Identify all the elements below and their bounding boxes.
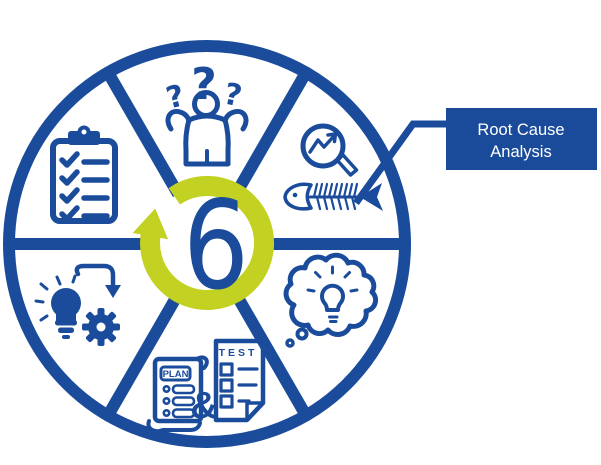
circular-arrow-icon xyxy=(132,176,275,310)
checklist-clipboard-icon xyxy=(50,125,118,224)
callout-line2: Analysis xyxy=(490,143,551,161)
magnifier-fishbone-icon xyxy=(283,123,383,211)
test-label: TEST xyxy=(219,347,258,359)
callout-box xyxy=(446,108,597,170)
hub-number: 6 xyxy=(183,175,249,317)
plan-label: PLAN xyxy=(163,369,189,380)
lightbulb-gear-icon xyxy=(34,263,121,346)
wheel-outer-ring xyxy=(3,40,411,448)
question-mark-right: ? xyxy=(221,77,245,115)
callout-connector-line xyxy=(353,120,447,206)
thought-lightbulb-icon xyxy=(283,252,379,348)
ampersand: & xyxy=(190,385,217,427)
confused-person-icon: ? ? ? xyxy=(163,59,249,167)
plan-test-documents-icon: PLAN & TEST xyxy=(146,338,266,434)
gear-icon xyxy=(82,308,120,346)
callout-line1: Root Cause xyxy=(477,121,564,139)
